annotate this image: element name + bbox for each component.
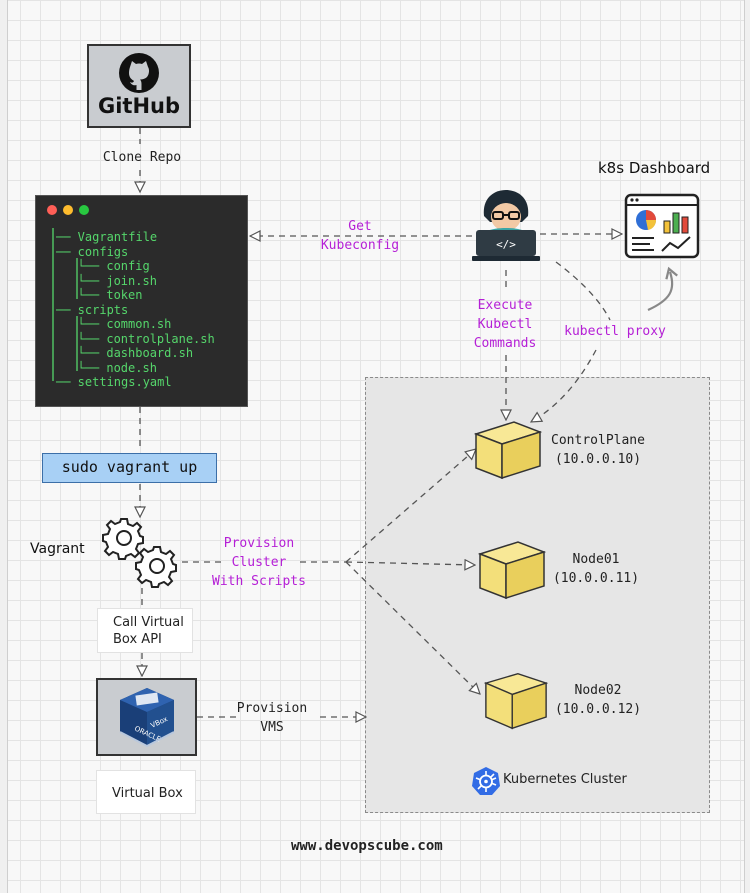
close-dot-icon	[47, 205, 57, 215]
dashboard-chart-icon	[624, 193, 700, 259]
tree-item-vagrantfile: ── Vagrantfile	[56, 230, 158, 244]
tree-item-config: └── config	[63, 259, 150, 273]
tree-item-configs: ── configs	[56, 244, 129, 259]
line-hub-to-node01	[345, 562, 475, 565]
controlplane-node-label: ControlPlane (10.0.0.10)	[548, 431, 648, 469]
node01-name: Node01	[572, 552, 620, 567]
developer-icon: </>	[472, 190, 540, 261]
call-virtualbox-line-2: Box API	[113, 632, 162, 647]
provision-vms-label: Provision VMS	[230, 699, 314, 737]
controlplane-name: ControlPlane	[551, 433, 645, 448]
virtualbox-icon: ORACLE VBox	[119, 688, 175, 748]
get-kubeconfig-label: Get Kubeconfig	[306, 217, 414, 255]
terminal-window: ── Vagrantfile ── configs └── config └──…	[35, 195, 248, 407]
tree-connectors	[52, 228, 78, 381]
clone-repo-label: Clone Repo	[102, 150, 182, 165]
provision-vms-line-2: VMS	[260, 720, 284, 735]
provision-cluster-line-2: Cluster	[231, 555, 287, 570]
node01-ip: (10.0.0.11)	[552, 571, 640, 586]
call-virtualbox-line-1: Call Virtual	[113, 615, 184, 630]
line-hub-to-node02	[345, 561, 480, 694]
line-hub-to-controlplane	[345, 449, 476, 563]
provision-cluster-line-1: Provision	[223, 536, 295, 551]
file-tree: ── Vagrantfile ── configs └── config └──…	[56, 230, 215, 390]
gears-icon	[102, 518, 177, 588]
line-dev-to-proxy	[555, 261, 611, 321]
get-kubeconfig-line-2: Kubeconfig	[320, 238, 400, 253]
node01-label: Node01 (10.0.0.11)	[551, 550, 641, 588]
node01-cube-icon	[478, 541, 546, 600]
provision-cluster-line-3: With Scripts	[212, 574, 306, 589]
right-frame-edge	[744, 0, 750, 893]
execute-kubectl-line-3: Commands	[473, 336, 537, 351]
tree-item-scripts: ── scripts	[56, 302, 129, 317]
github-logo-text: GitHub	[97, 94, 181, 118]
tree-item-join: └── join.sh	[63, 273, 157, 288]
maximize-dot-icon	[79, 205, 89, 215]
node02-label: Node02 (10.0.0.12)	[551, 681, 645, 719]
tree-item-node: └── node.sh	[63, 360, 157, 375]
proxy-curve-arrow	[647, 266, 678, 312]
virtual-box-label: Virtual Box	[112, 786, 183, 801]
line-proxy-to-controlplane	[531, 349, 597, 422]
node02-cube-icon	[484, 672, 548, 730]
svg-text:</>: </>	[496, 238, 516, 251]
execute-kubectl-line-2: Kubectl	[477, 317, 533, 332]
kubernetes-cluster-label: Kubernetes Cluster	[503, 772, 627, 787]
footer-url: www.devopscube.com	[291, 838, 443, 854]
controlplane-ip: (10.0.0.10)	[554, 452, 642, 467]
provision-cluster-label: Provision Cluster With Scripts	[205, 534, 313, 591]
kubernetes-icon	[472, 767, 500, 795]
k8s-dashboard-label: k8s Dashboard	[598, 159, 711, 177]
github-icon	[119, 53, 159, 93]
tree-item-token: └── token	[63, 288, 143, 302]
tree-item-controlplane: └── controlplane.sh	[63, 331, 215, 346]
virtual-box-label-box: Virtual Box	[96, 770, 196, 814]
vagrant-up-command: sudo vagrant up	[42, 453, 217, 483]
call-virtualbox-api-box: Call Virtual Box API	[97, 608, 193, 653]
github-box: GitHub	[87, 44, 191, 128]
controlplane-cube-icon	[474, 421, 542, 480]
left-frame-edge	[0, 0, 8, 893]
execute-kubectl-line-1: Execute	[477, 298, 533, 313]
node02-name: Node02	[574, 683, 622, 698]
get-kubeconfig-line-1: Get	[348, 219, 372, 234]
tree-item-settings: ── settings.yaml	[56, 375, 172, 389]
execute-kubectl-label: Execute Kubectl Commands	[455, 296, 555, 353]
node02-ip: (10.0.0.12)	[554, 702, 642, 717]
tree-item-dashboard: └── dashboard.sh	[63, 346, 194, 360]
vagrant-label: Vagrant	[30, 541, 85, 557]
provision-vms-line-1: Provision	[236, 701, 308, 716]
tree-item-common: └── common.sh	[63, 317, 172, 331]
kubectl-proxy-label: kubectl proxy	[564, 324, 666, 339]
minimize-dot-icon	[63, 205, 73, 215]
virtualbox-box: ORACLE VBox	[96, 678, 197, 756]
